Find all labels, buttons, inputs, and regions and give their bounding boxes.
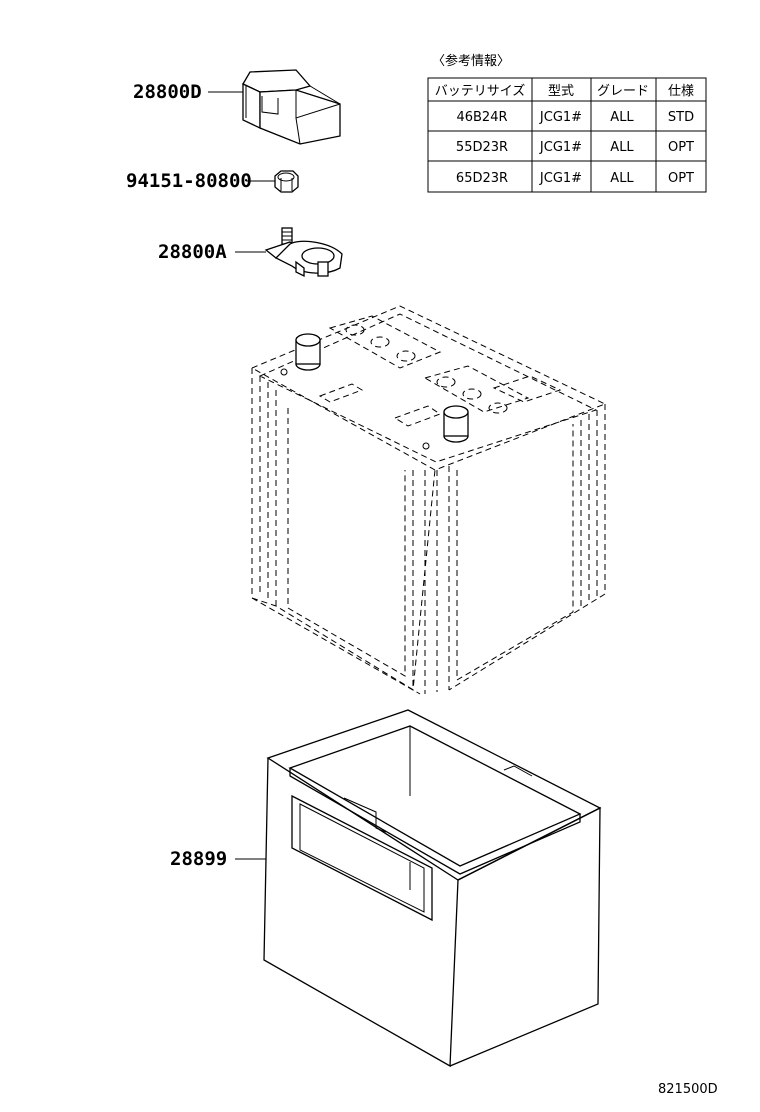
part-number-terminal[interactable]: 28800A bbox=[158, 241, 227, 263]
table-header: グレード bbox=[597, 84, 649, 99]
figure-id: 821500D bbox=[658, 1082, 718, 1097]
part-terminal-callout: 28800A bbox=[158, 241, 266, 263]
table-cell: 46B24R bbox=[456, 110, 507, 125]
part-cover-callout: 28800D bbox=[133, 81, 243, 103]
part-number-tray[interactable]: 28899 bbox=[170, 848, 227, 870]
reference-info: 〈参考情報〉 バッテリサイズ 型式 グレード 仕様 46B24R JCG1# A… bbox=[427, 53, 707, 193]
table-header: 型式 bbox=[548, 84, 574, 99]
table-cell: 65D23R bbox=[456, 171, 508, 186]
part-tray-callout: 28899 bbox=[170, 848, 266, 870]
terminal-cover-drawing bbox=[242, 69, 341, 145]
part-number-cover[interactable]: 28800D bbox=[133, 81, 202, 103]
table-header: 仕様 bbox=[668, 84, 694, 99]
table-cell: ALL bbox=[610, 110, 634, 125]
table-header: バッテリサイズ bbox=[435, 83, 526, 99]
reference-title: 〈参考情報〉 bbox=[432, 53, 510, 69]
terminal-clamp-drawing bbox=[264, 227, 343, 278]
table-cell: STD bbox=[668, 110, 694, 125]
table-cell: ALL bbox=[610, 140, 634, 155]
table-cell: 55D23R bbox=[456, 140, 508, 155]
nut-drawing bbox=[274, 170, 299, 193]
reference-table: バッテリサイズ 型式 グレード 仕様 46B24R JCG1# ALL STD … bbox=[427, 77, 707, 193]
table-cell: OPT bbox=[668, 140, 694, 155]
part-nut-callout: 94151-80800 bbox=[126, 170, 275, 192]
table-cell: JCG1# bbox=[539, 171, 582, 186]
battery-drawing bbox=[250, 305, 607, 695]
battery-tray-drawing bbox=[263, 709, 602, 1068]
part-number-nut[interactable]: 94151-80800 bbox=[126, 170, 252, 192]
table-cell: JCG1# bbox=[539, 110, 582, 125]
table-cell: OPT bbox=[668, 171, 694, 186]
table-cell: JCG1# bbox=[539, 140, 582, 155]
table-cell: ALL bbox=[610, 171, 634, 186]
